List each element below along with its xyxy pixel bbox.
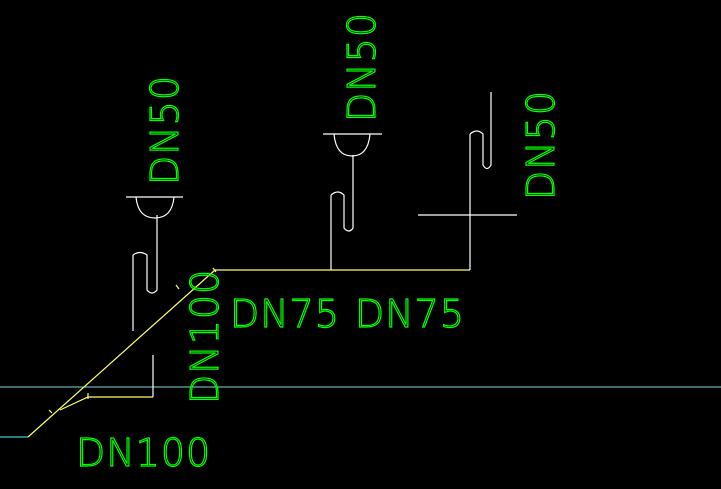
fixture-middle-trap [323,133,382,270]
pipe-tick-lower [48,393,89,414]
label-main: DN100 [76,431,211,475]
fixture-right-trap [418,92,517,270]
label-riser: DN100 [183,269,227,404]
lower-branch-pipe [59,396,153,411]
label-fixture-middle: DN50 [340,12,384,122]
pipe-tick-upper [175,267,217,290]
label-fixture-right: DN50 [519,90,563,200]
label-branch-right: DN75 [355,292,465,336]
label-branch-left: DN75 [230,292,340,336]
label-fixture-left: DN50 [143,75,187,185]
fixture-left-trap [126,196,183,331]
